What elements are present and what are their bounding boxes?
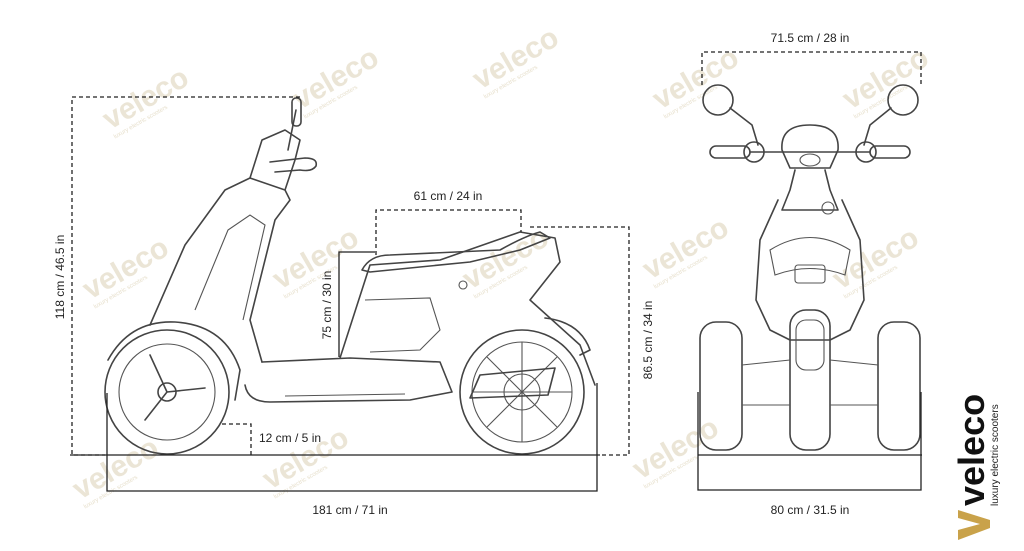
watermark-tile: veleco luxury electric scooters <box>467 21 564 101</box>
rear-spokes <box>472 342 572 442</box>
watermark-text: veleco <box>77 231 174 306</box>
brand-name: veleco <box>951 394 992 506</box>
lever-right <box>855 141 877 163</box>
watermark-tile: veleco luxury electric scooters <box>637 211 734 291</box>
handlebar <box>269 157 318 173</box>
scooter-front-view <box>698 84 922 456</box>
mirror-side <box>291 97 302 127</box>
label-rear-height: 86.5 cm / 34 in <box>641 301 655 380</box>
brand-tagline: luxury electric scooters <box>990 404 1001 506</box>
dim-clearance-line <box>222 423 252 455</box>
rear-fender <box>544 317 591 356</box>
dim-seat-height-line <box>338 251 375 357</box>
body-front <box>755 199 865 341</box>
watermark-tile: veleco luxury electric scooters <box>97 61 194 141</box>
dim-mirror-width-line <box>701 51 922 85</box>
front-fender <box>107 321 241 401</box>
watermark-text: veleco <box>827 221 924 296</box>
scooter-side-view <box>70 97 600 456</box>
label-total-width: 80 cm / 31.5 in <box>771 503 850 517</box>
watermark-tile: veleco luxury electric scooters <box>647 41 744 121</box>
label-mirror-width: 71.5 cm / 28 in <box>771 31 850 45</box>
label-total-length: 181 cm / 71 in <box>312 503 387 517</box>
watermark-text: veleco <box>67 431 164 506</box>
label-seat-height: 75 cm / 30 in <box>320 271 334 340</box>
watermark-tile: veleco luxury electric scooters <box>827 221 924 301</box>
dim-rear-height-line <box>530 226 630 456</box>
swing-arm <box>469 367 556 399</box>
watermark-tile: veleco luxury electric scooters <box>267 221 364 301</box>
side-wheel-right <box>877 321 921 451</box>
floorboard <box>244 357 453 403</box>
rear-body <box>339 231 596 386</box>
watermark-text: veleco <box>267 221 364 296</box>
tail-panel <box>794 264 826 284</box>
ignition <box>821 201 835 215</box>
front-wheel-spokes <box>144 354 206 421</box>
brand-logo: veleco luxury electric scooters <box>951 394 1001 540</box>
axle-left <box>741 359 791 406</box>
rear-tire <box>459 329 585 455</box>
windscreen <box>781 124 839 169</box>
dimension-labels: 118 cm / 46.5 in 61 cm / 24 in 75 cm / 3… <box>53 31 849 517</box>
label-total-height: 118 cm / 46.5 in <box>53 235 67 320</box>
watermark-tile: veleco luxury electric scooters <box>67 431 164 511</box>
label-seat-length: 61 cm / 24 in <box>414 189 483 203</box>
watermark-text: veleco <box>97 61 194 136</box>
dim-total-height-line <box>71 96 300 456</box>
mirror-left <box>702 84 734 116</box>
front-hub <box>157 382 177 402</box>
watermark-tile: veleco luxury electric scooters <box>837 41 934 121</box>
front-shield-panel <box>194 214 266 321</box>
lever-left <box>743 141 765 163</box>
floor-line <box>284 393 406 397</box>
front-wheel-center <box>789 309 831 451</box>
mirror-right <box>887 84 919 116</box>
axle-right <box>829 359 879 406</box>
brand-v-mark <box>958 510 990 540</box>
mirror-arm-left <box>729 107 759 146</box>
side-wheel-left <box>699 321 743 451</box>
mirror-arm-right <box>863 107 892 146</box>
label-ground-clearance: 12 cm / 5 in <box>259 431 321 445</box>
rear-side-panel <box>364 297 441 353</box>
watermark-tile: veleco luxury electric scooters <box>287 41 384 121</box>
watermark-pattern: veleco luxury electric scooters veleco l… <box>67 21 934 511</box>
headlight <box>799 153 821 167</box>
seat-front <box>769 236 851 276</box>
dimension-lines <box>71 51 922 492</box>
watermark-text: veleco <box>647 41 744 116</box>
body-light <box>458 280 468 290</box>
dim-seat-length-line <box>375 209 522 255</box>
seat <box>361 231 551 273</box>
dim-total-length-line <box>106 383 598 492</box>
column-front <box>781 169 839 211</box>
dim-total-width-line <box>697 392 922 491</box>
front-rim <box>118 343 216 441</box>
watermark-tile: veleco luxury electric scooters <box>627 411 724 491</box>
watermark-text: veleco <box>467 21 564 96</box>
steering-column <box>249 129 301 191</box>
front-fender-center <box>795 319 825 371</box>
mirror-stem-side <box>287 109 297 151</box>
watermark-text: veleco <box>637 211 734 286</box>
front-tire <box>104 329 230 455</box>
